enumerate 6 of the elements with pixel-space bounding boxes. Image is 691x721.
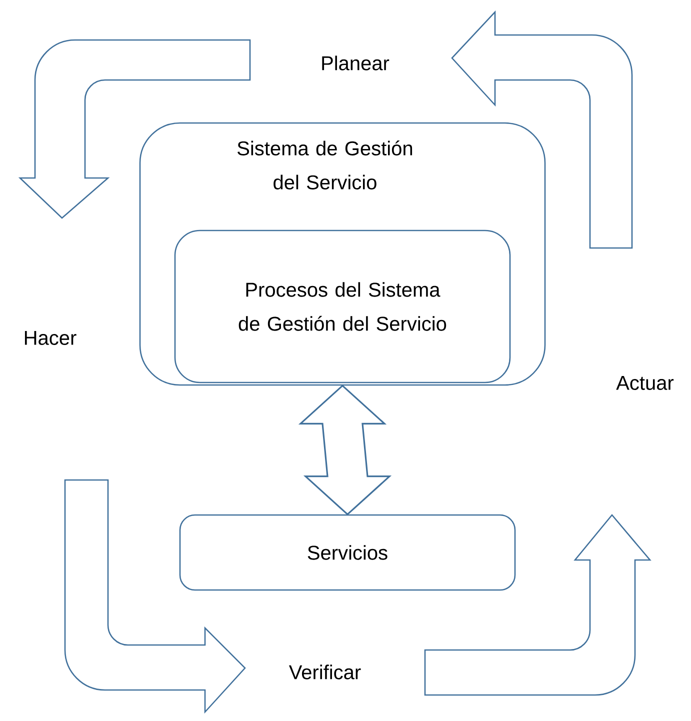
service-box: Servicios bbox=[179, 514, 516, 591]
cycle-label: Verificar bbox=[288, 664, 361, 680]
cycle-label: Planear bbox=[322, 56, 390, 70]
cycle-label: Actuar bbox=[616, 376, 674, 390]
cycle-label: Hacer bbox=[24, 331, 76, 345]
process-box: Procesos del Sistema de Gestión del Servicio bbox=[174, 230, 511, 384]
